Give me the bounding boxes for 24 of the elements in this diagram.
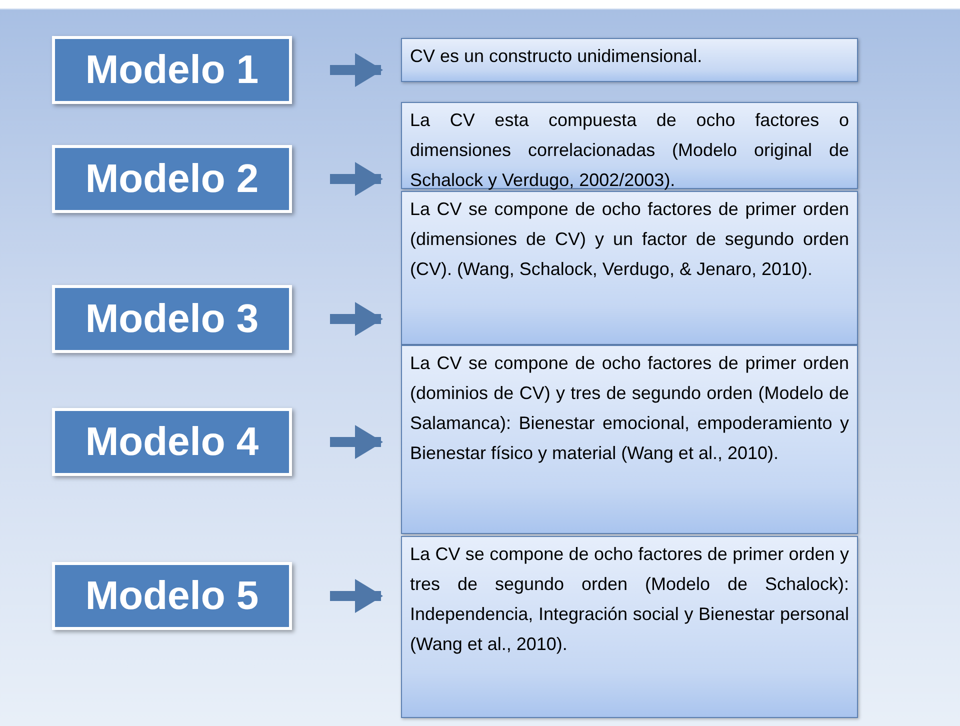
description-box xyxy=(401,191,858,345)
arrow xyxy=(330,302,383,336)
model-box xyxy=(52,408,292,476)
description-text: CV es un constructo unidimensional. xyxy=(410,45,704,68)
model-title: Modelo 1 xyxy=(85,50,259,90)
model-title: Modelo 2 xyxy=(85,159,259,199)
arrow xyxy=(330,53,383,87)
model-box xyxy=(52,145,292,213)
description-text: La CV se compone de ocho factores de primer orden (dominios de CV) y tres de segundo orden (Modelo de Salamanca): Bienestar emocional, empoderamiento y Bienestar físico y material (Wang et al., 2010). xyxy=(410,352,849,465)
model-title: Modelo 4 xyxy=(85,422,259,462)
description-box xyxy=(401,38,858,82)
model-box xyxy=(52,36,292,104)
arrow xyxy=(330,579,383,613)
arrow xyxy=(330,162,383,196)
description-box xyxy=(401,536,858,718)
description-text: La CV se compone de ocho factores de primer orden y tres de segundo orden (Modelo de Schalock): Independencia, Integración social y Bienestar personal (Wang et al., 2010). xyxy=(410,543,849,656)
description-box xyxy=(401,345,858,534)
description-text: La CV esta compuesta de ocho factores o dimensiones correlacionadas (Modelo original de Schalock y Verdugo, 2002/2003). xyxy=(410,109,849,192)
description-text: La CV se compone de ocho factores de primer orden (dimensiones de CV) y un factor de segundo orden (CV). (Wang, Schalock, Verdugo, & Jenaro, 2010). xyxy=(410,198,849,281)
model-box xyxy=(52,285,292,353)
model-box xyxy=(52,562,292,630)
model-title: Modelo 5 xyxy=(85,576,259,616)
model-title: Modelo 3 xyxy=(85,299,259,339)
arrow xyxy=(330,425,383,459)
